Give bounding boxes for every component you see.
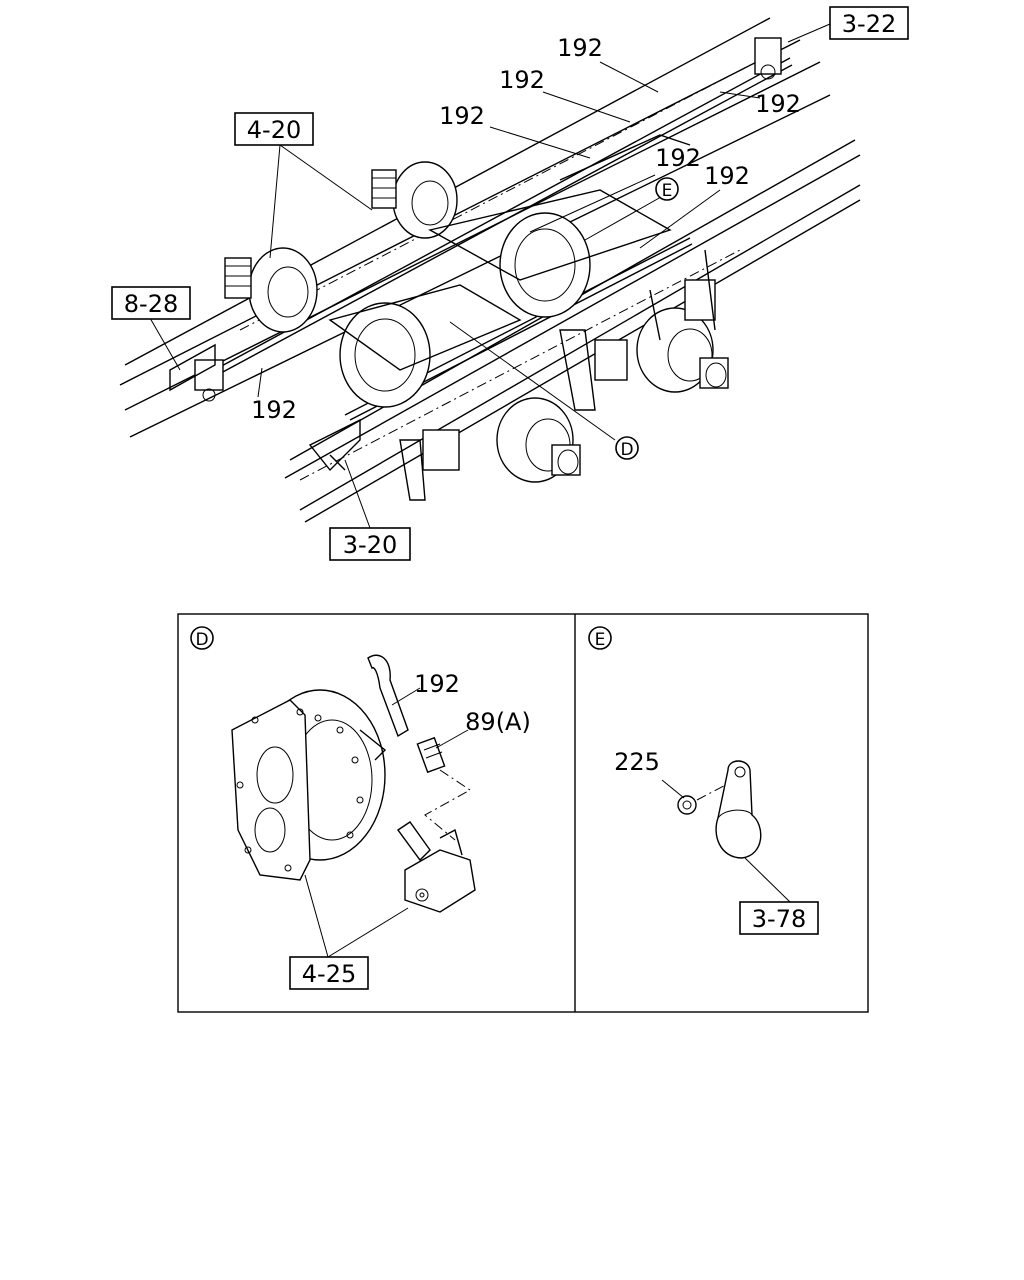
ref-4-25-label: 4-25 [302, 960, 356, 988]
part-label-225: 225 [614, 748, 660, 776]
diff-lock-actuator [397, 821, 476, 913]
nut-225 [677, 795, 697, 815]
rear-axle-hub-left [224, 247, 318, 333]
fitting-89a [416, 736, 446, 774]
ref-box-3-20[interactable]: 3-20 [329, 527, 411, 561]
differential-housing-rear [328, 284, 522, 408]
differential-carrier [231, 689, 387, 881]
front-axle-hub-left [371, 161, 458, 239]
callout-d-label: D [620, 440, 633, 460]
brake-chambers [399, 249, 716, 501]
detail-d-marker: D [190, 626, 214, 650]
leader-4-25-a [304, 874, 329, 958]
connection-path [424, 769, 471, 841]
rear-axle-hub-right [496, 397, 581, 483]
differential-housing-front [428, 189, 672, 318]
detail-d-marker-label: D [195, 630, 208, 650]
ref-8-28-label: 8-28 [124, 290, 178, 318]
leader-lines [149, 23, 831, 529]
callout-e[interactable]: E [655, 177, 679, 201]
part-label-192: 192 [655, 144, 701, 172]
part-label-192: 192 [557, 34, 603, 62]
detail-panels [177, 613, 869, 1013]
leader-3-78 [744, 857, 791, 903]
part-label-89a: 89(A) [465, 708, 531, 736]
callout-d[interactable]: D [615, 436, 639, 460]
junction-block-top [754, 37, 782, 80]
ref-4-20-label: 4-20 [247, 116, 301, 144]
ref-3-22-label: 3-22 [842, 10, 896, 38]
front-axle-hub-right [636, 307, 729, 393]
part-label-192: 192 [755, 90, 801, 118]
detail-e-marker: E [588, 626, 612, 650]
ref-3-20-label: 3-20 [343, 531, 397, 559]
main-assembly-view: 3-22 4-20 8-28 3-20 192 192 192 192 192 … [111, 6, 909, 561]
leader-225 [661, 779, 685, 799]
part-label-192: 192 [704, 162, 750, 190]
leader-4-25-b [327, 907, 409, 958]
detail-e-view: E 225 3-78 [588, 626, 819, 935]
junction-bracket-rear [308, 418, 361, 472]
callout-e-label: E [662, 181, 673, 201]
part-label-192: 192 [251, 396, 297, 424]
clip-bracket [715, 760, 762, 859]
detail-d-view: D [190, 626, 531, 990]
junction-bracket-front [169, 343, 224, 402]
ref-box-4-20[interactable]: 4-20 [234, 112, 314, 146]
ref-box-3-78[interactable]: 3-78 [739, 901, 819, 935]
leader-192 [391, 687, 421, 706]
ref-box-3-22[interactable]: 3-22 [829, 6, 909, 40]
ref-box-8-28[interactable]: 8-28 [111, 286, 191, 320]
detail-e-marker-label: E [595, 630, 606, 650]
leader-89a [435, 729, 469, 749]
part-label-192: 192 [414, 670, 460, 698]
ref-3-78-label: 3-78 [752, 905, 806, 933]
hose-192 [367, 654, 409, 738]
part-label-192: 192 [439, 102, 485, 130]
part-label-192: 192 [499, 66, 545, 94]
ref-box-4-25[interactable]: 4-25 [289, 956, 369, 990]
